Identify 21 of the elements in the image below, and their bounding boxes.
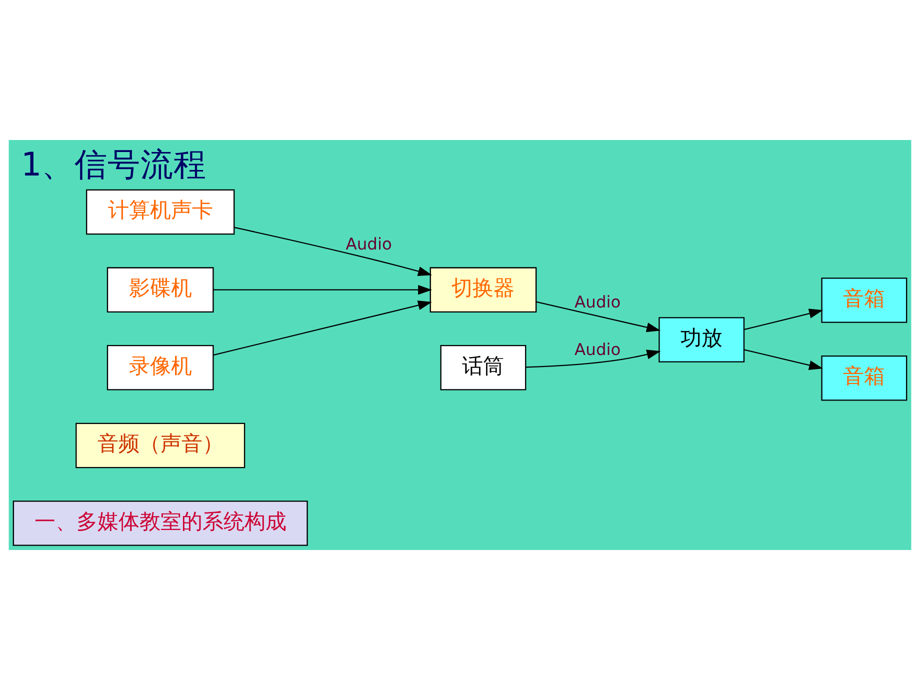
node-box: 音箱 — [821, 278, 908, 323]
arrow — [213, 284, 432, 295]
node-box: 切换器 — [430, 267, 537, 312]
edge-label: Audio — [346, 234, 392, 254]
arrow — [213, 300, 432, 356]
node-box: 话筒 — [440, 345, 526, 390]
node-box: 影碟机 — [106, 267, 214, 312]
arrow — [234, 226, 432, 276]
node-box: 计算机声卡 — [86, 189, 235, 235]
arrow — [526, 350, 661, 368]
node-box: 音频（声音） — [76, 422, 246, 468]
edge-label: Audio — [574, 292, 621, 312]
node-box: 功放 — [658, 317, 745, 362]
arrow — [744, 349, 824, 370]
node-box: 一、多媒体教室的系统构成 — [12, 500, 308, 546]
diagram-title: 1、信号流程 — [21, 145, 207, 184]
arrow — [536, 301, 661, 332]
edge-label: Audio — [574, 340, 621, 360]
node-box: 录像机 — [106, 345, 214, 390]
arrow — [744, 308, 824, 330]
node-box: 音箱 — [821, 355, 908, 401]
